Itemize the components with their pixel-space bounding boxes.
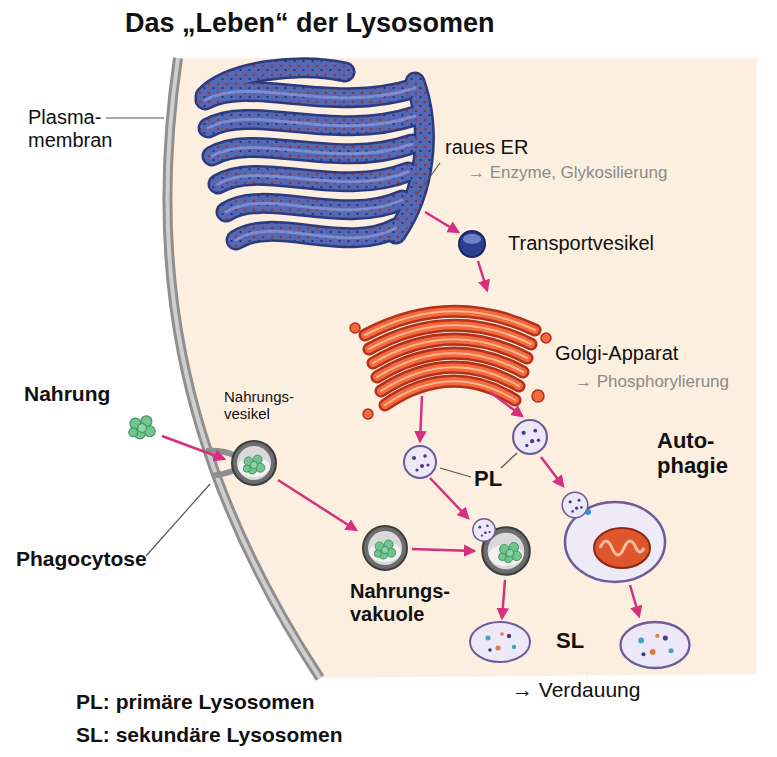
rough-er xyxy=(208,116,415,128)
phagocytosis-path xyxy=(146,484,210,556)
golgi-apparatus xyxy=(385,381,515,405)
phagocytosis-path xyxy=(412,549,474,551)
rough-er xyxy=(218,172,408,184)
rough-er xyxy=(218,172,408,184)
autophagy xyxy=(562,492,588,518)
golgi-apparatus xyxy=(541,333,551,343)
primary-lysosomes xyxy=(513,420,547,454)
phagocytosis-path xyxy=(129,416,155,439)
rough-er xyxy=(218,172,408,184)
primary-lysosomes xyxy=(404,392,547,478)
rough-er xyxy=(208,116,415,128)
transport-vesicle xyxy=(425,212,487,290)
structure-label: Nahrungs- vakuole xyxy=(350,580,450,626)
autophagy xyxy=(594,528,650,568)
primary-lysosomes xyxy=(420,396,422,441)
transport-vesicle xyxy=(463,234,481,244)
rough-er xyxy=(236,228,396,240)
golgi-apparatus xyxy=(385,381,515,405)
primary-lysosomes xyxy=(501,453,517,468)
phagocytosis-path xyxy=(162,436,224,459)
rough-er xyxy=(208,116,415,128)
process-label: Auto- phagie xyxy=(657,428,728,479)
autophagy xyxy=(630,585,639,616)
phagocytosis-path xyxy=(243,455,265,474)
golgi-apparatus xyxy=(385,381,515,405)
structure-label: Nahrungs- vesikel xyxy=(224,388,294,423)
rough-er xyxy=(396,82,424,234)
cytoplasm xyxy=(167,58,757,678)
phagocytosis-path xyxy=(374,540,396,559)
phagocytosis-path xyxy=(129,416,474,570)
food-vacuole xyxy=(473,519,495,541)
rough-er xyxy=(205,88,415,100)
golgi-apparatus xyxy=(350,323,360,333)
golgi-apparatus xyxy=(532,390,544,402)
primary-lysosomes xyxy=(490,392,522,416)
phagocytosis-path xyxy=(363,526,407,570)
autophagy xyxy=(585,509,591,515)
food-vacuole xyxy=(499,543,522,563)
golgi-apparatus xyxy=(350,311,551,419)
rough-er xyxy=(236,228,396,240)
rough-er xyxy=(236,228,396,240)
rough-er xyxy=(212,144,412,156)
transport-vesicle xyxy=(459,231,485,257)
rough-er xyxy=(212,144,412,156)
golgi-apparatus xyxy=(377,353,523,377)
phagocytosis-path xyxy=(232,441,276,485)
primary-lysosomes xyxy=(404,446,436,478)
plasma-membrane xyxy=(106,117,164,118)
golgi-apparatus xyxy=(363,409,373,419)
primary-lysosomes xyxy=(440,468,471,477)
golgi-apparatus xyxy=(365,311,535,335)
golgi-apparatus xyxy=(381,367,519,391)
rough-er xyxy=(205,68,440,240)
transport-vesicle xyxy=(478,261,487,290)
golgi-apparatus xyxy=(373,339,527,363)
phagocytosis-path xyxy=(430,478,468,518)
autophagy xyxy=(600,541,644,555)
rough-er xyxy=(416,163,440,196)
food-vacuole xyxy=(470,622,530,662)
rough-er xyxy=(226,200,402,212)
autophagy xyxy=(621,622,690,668)
golgi-apparatus xyxy=(369,325,531,349)
rough-er xyxy=(396,82,424,234)
transport-vesicle xyxy=(425,212,458,232)
cytoplasm xyxy=(167,58,757,678)
rough-er xyxy=(205,88,415,100)
autophagy xyxy=(541,457,690,668)
structure-label: Plasma- membran xyxy=(28,106,112,152)
autophagy xyxy=(541,457,563,486)
phagocytosis-path xyxy=(278,480,356,530)
rough-er xyxy=(226,200,402,212)
rough-er xyxy=(205,88,415,100)
rough-er xyxy=(226,200,402,212)
food-vacuole xyxy=(502,580,505,618)
rough-er xyxy=(212,144,412,156)
food-vacuole xyxy=(470,519,530,662)
